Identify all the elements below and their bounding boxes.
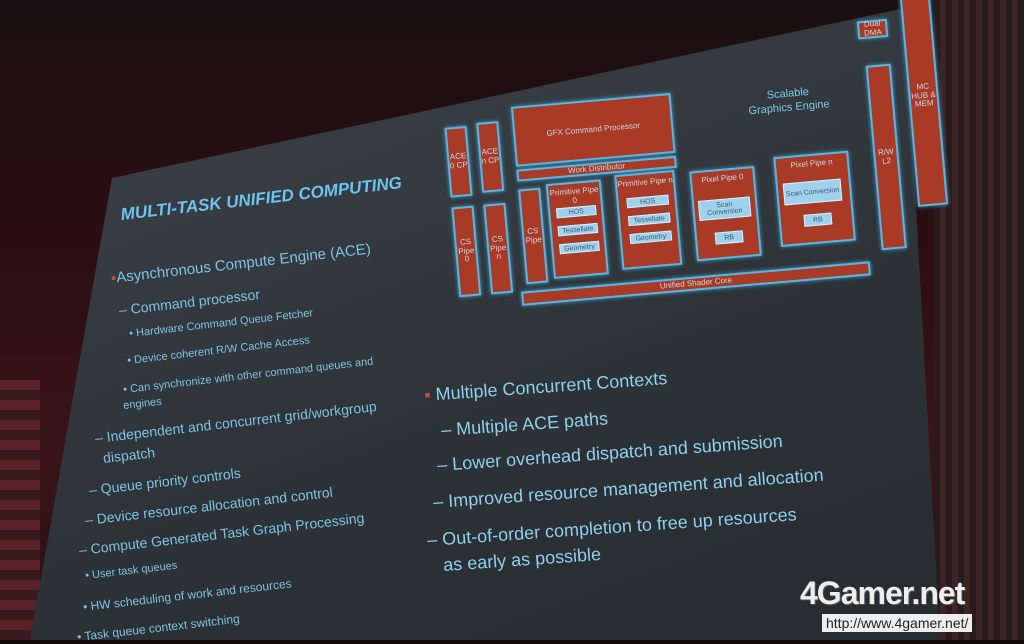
architecture-diagram: ACE 0 CP CS Pipe 0 ACE n CP CS Pipe n GF…: [415, 0, 949, 349]
acen-block: ACE n CP: [476, 121, 505, 193]
label: Primitive Pipe n: [616, 175, 674, 189]
rb-block: RB: [803, 212, 833, 227]
watermark-logo: 4Gamer.net: [800, 575, 965, 611]
label: Pixel Pipe n: [790, 157, 833, 170]
label: Pixel Pipe 0: [701, 171, 744, 185]
rb-block: RB: [714, 230, 744, 245]
gfx-command-processor: GFX Command Processor: [510, 93, 676, 167]
dual-dma-block: Dual DMA: [856, 19, 889, 40]
ace0-block: ACE 0 CP: [444, 125, 473, 198]
curtain-right: [934, 0, 1024, 640]
cs-pipe-block: CS Pipe: [518, 187, 549, 285]
curtain-left: [0, 380, 40, 640]
watermark-url: http://www.4gamer.net/: [822, 614, 973, 632]
cs-pipen-block: CS Pipe n: [483, 202, 514, 295]
cs-pipe0-block: CS Pipe 0: [451, 205, 482, 298]
rw-l2-block: R/W L2: [865, 63, 907, 251]
